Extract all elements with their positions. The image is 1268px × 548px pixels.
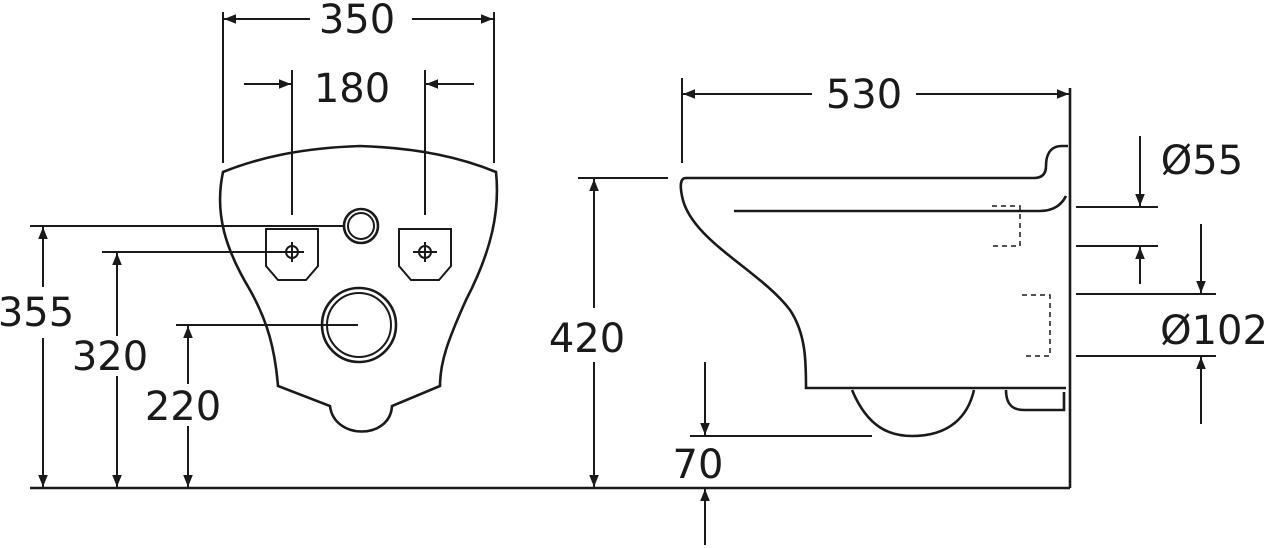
side-outlet-spigot (1004, 389, 1066, 412)
dim-width-total: 350 (319, 0, 395, 43)
side-trap (850, 389, 976, 438)
left-fixing-bracket (265, 228, 319, 281)
front-body-outline (218, 144, 499, 433)
dim-inlet-diameter: Ø55 (1161, 138, 1243, 184)
inlet-circle-inner (347, 212, 375, 240)
dim-height-outlet: 220 (145, 384, 221, 430)
side-rim-line (734, 195, 1068, 213)
dim-width-fixing: 180 (314, 66, 390, 112)
dim-height-fixing-top: 355 (0, 290, 74, 336)
side-bowl-outline (679, 144, 1068, 390)
dim-seat-height: 420 (549, 316, 625, 362)
side-view: 530 420 70 Ø55 Ø102 (549, 72, 1268, 545)
dim-bottom-clearance: 70 (673, 442, 724, 488)
hidden-outlet-box (1022, 294, 1051, 357)
right-fixing-bracket (398, 228, 452, 281)
front-view: 350 180 355 320 220 (0, 0, 499, 487)
dim-length: 530 (826, 72, 902, 118)
inlet-circle (342, 207, 380, 245)
dim-height-fixing: 320 (72, 334, 148, 380)
dim-outlet-diameter: Ø102 (1160, 308, 1268, 354)
hidden-inlet-box (992, 205, 1021, 247)
